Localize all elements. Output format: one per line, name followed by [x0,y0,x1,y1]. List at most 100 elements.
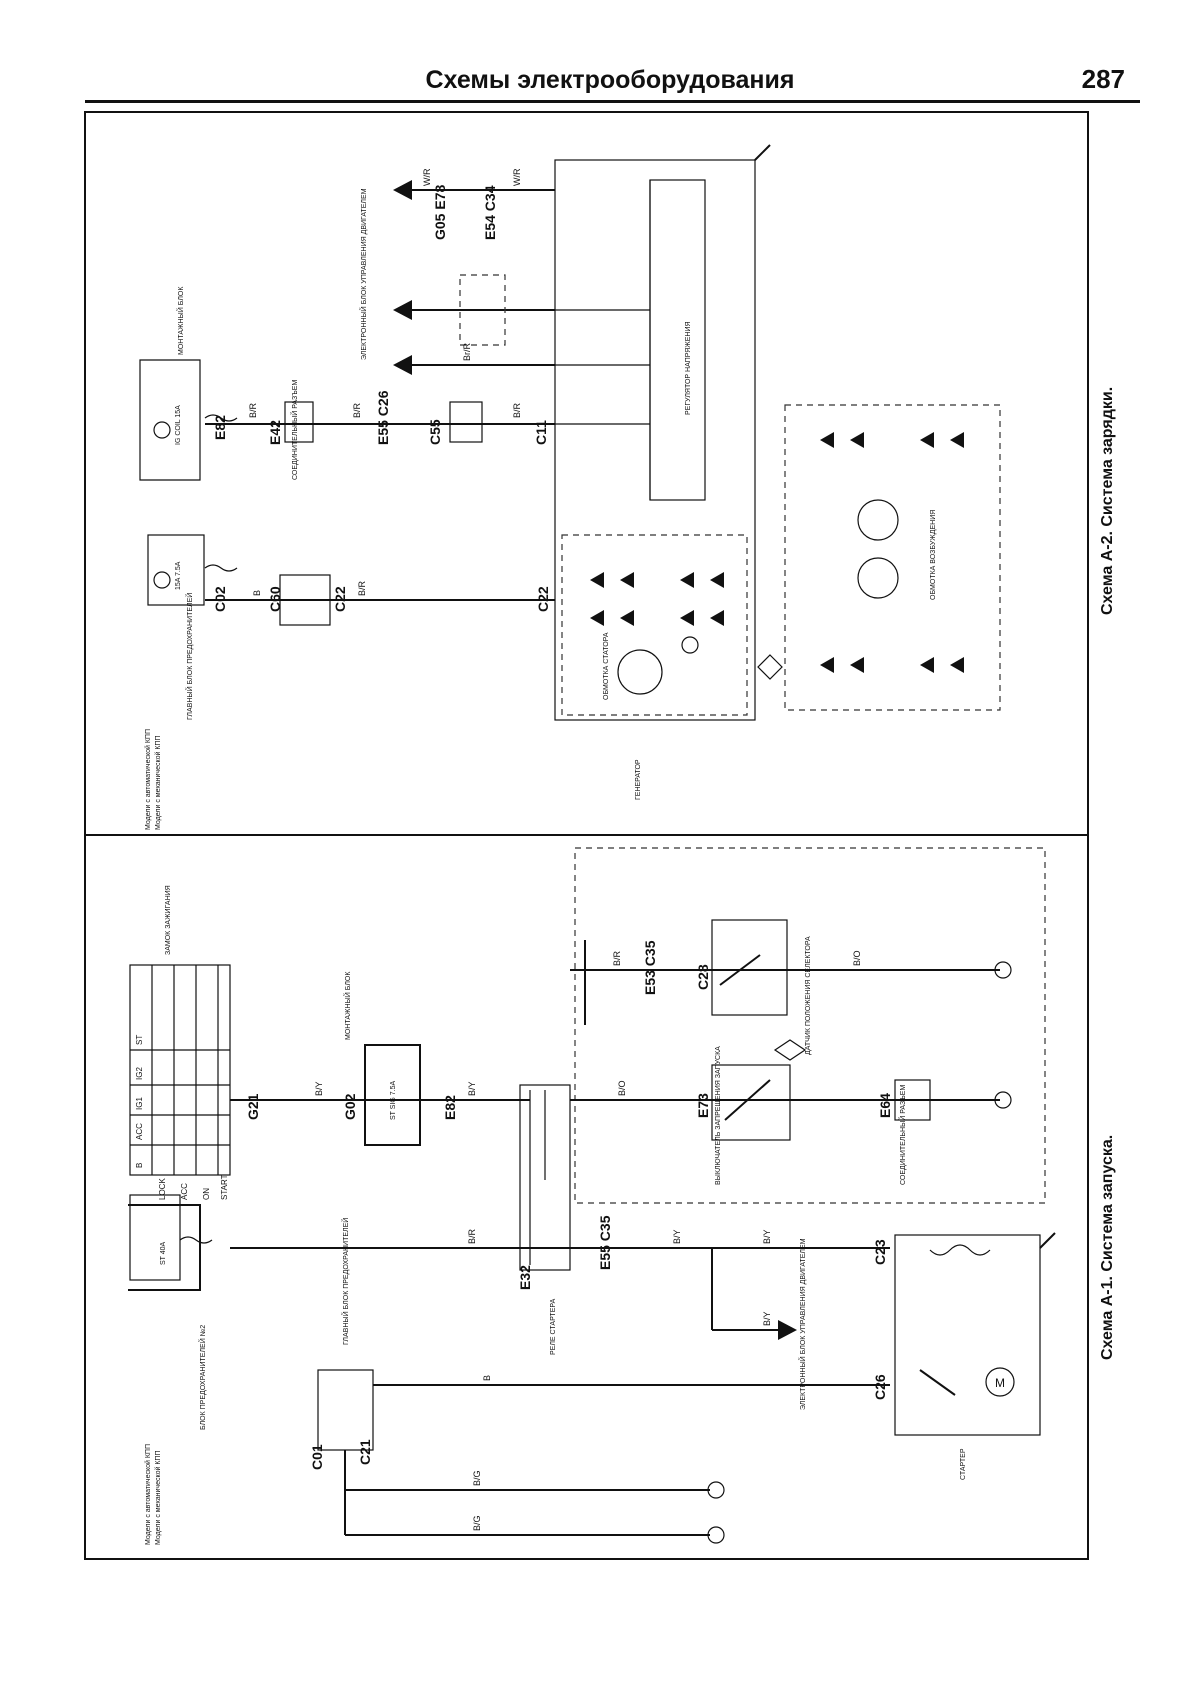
conn-g02: G02 [342,1093,358,1120]
starter-ground [1039,1232,1056,1249]
rectifier-diodes [590,572,724,626]
mount-block-frame [139,359,201,481]
wire-code-b-r-4: B/R [512,402,522,418]
rotor-winding-icon [681,636,699,654]
ign-row-on: ON [202,1188,211,1200]
ign-row-acc: ACC [180,1183,189,1200]
label-rotor-winding: ОБМОТКА ВОЗБУЖДЕНИЯ [930,510,937,600]
stator-winding-icon [617,649,663,695]
joint-connector-e42 [284,401,314,443]
st-sig-fuse-label: ST SIG 7.5A [390,1081,397,1120]
fuse-number-icon [153,571,171,589]
conn-c23: C23 [872,1239,888,1265]
fuse-block-no2 [317,1369,374,1451]
label-stator-winding: ОБМОТКА СТАТОРА [603,632,610,700]
stator-detail-icon-1 [857,499,899,541]
conn-c02: C02 [212,586,228,612]
starter-motor-letter: M [995,1376,1005,1390]
label-fuse-block-no2: БЛОК ПРЕДОХРАНИТЕЛЕЙ №2 [198,1325,207,1430]
wire-code-b-o-1: B/O [617,1080,627,1096]
wire-code-b-1: B [252,590,262,596]
label-starter: СТАРТЕР [960,1448,967,1480]
st-fuse-box [129,1194,181,1281]
label-starter-relay: РЕЛЕ СТАРТЕРА [550,1298,557,1355]
wire-code-w-r: W/R [422,168,432,186]
starter-solenoid [929,1244,991,1256]
wire-code-b-g-2: B/G [472,1470,482,1486]
inhibitor-switch-box [711,1064,791,1141]
label-model-at-a1: Модели с автоматической КПП [144,1444,152,1545]
open-box-a1 [128,1204,201,1291]
ecu-arrow-a1 [778,1320,797,1340]
label-joint-connector-a2: СОЕДИНИТЕЛЬНЫЙ РАЗЪЕМ [290,380,299,480]
inhibitor-dashed-region [574,847,1046,1204]
conn-e53-c35: E53 C35 [642,940,658,995]
ign-row-lock: LOCK [158,1178,167,1200]
wire-code-b-y-4: B/Y [762,1229,772,1244]
wire-code-b-r-a1-2: B/R [612,950,622,966]
ecu-arrow-2 [393,355,412,375]
wire-code-b-a1: B [482,1375,492,1381]
generator-inner-dashed [561,534,748,716]
main-fuse-symbol [204,564,238,572]
ign-col-ig1: IG1 [135,1097,144,1110]
st-fuse-symbol [179,1236,213,1244]
conn-c28: C28 [695,964,711,990]
label-ign-switch: ЗАМОК ЗАЖИГАНИЯ [165,885,172,955]
wire-code-b-r-2: B/R [248,402,258,418]
wire-code-b-g-1: B/G [472,1515,482,1531]
conn-c21: C21 [357,1439,373,1465]
ground-terminal-1 [994,961,1012,979]
label-aux-fuse-block-a1: ГЛАВНЫЙ БЛОК ПРЕДОХРАНИТЕЛЕЙ [341,1218,350,1345]
label-mount-block-a1: МОНТАЖНЫЙ БЛОК [343,971,352,1040]
ground-terminal-2 [994,1091,1012,1109]
page-number: 287 [1081,64,1125,94]
dashed-connector-box [459,274,506,346]
conn-g21: G21 [245,1093,261,1120]
label-range-selector: ДАТЧИК ПОЛОЖЕНИЯ СЕЛЕКТОРА [805,936,812,1055]
ign-row-start: START [220,1174,229,1200]
conn-c60: C60 [267,586,283,612]
label-mount-block: МОНТАЖНЫЙ БЛОК [176,286,185,355]
st-fuse-label: ST 40A [160,1241,167,1265]
alt-arrow-a1 [773,1039,807,1061]
ground-line [754,144,771,161]
conn-e64: E64 [877,1093,893,1118]
inhibitor-switch-blade [724,1079,771,1121]
detail-diodes [820,432,964,673]
starter-switch-blade [919,1369,956,1396]
label-inhibitor-switch: ВЫКЛЮЧАТЕЛЬ ЗАПРЕЩЕНИЯ ЗАПУСКА [715,1046,722,1185]
starter-box [894,1234,1041,1436]
conn-e55-c35: E55 C35 [597,1215,613,1270]
ig-coil-fuse-symbol [204,414,238,422]
ecu-arrow-3 [393,180,412,200]
ign-col-b: B [135,1163,144,1168]
wire-code-b-y-5: B/Y [762,1311,772,1326]
conn-c22-bottom: C22 [535,586,551,612]
alternative-arrow [757,654,783,680]
wire-code-b-y-1: B/Y [314,1081,324,1096]
conn-c22-top: C22 [332,586,348,612]
mount-block-a1 [364,1044,421,1146]
ign-col-ig2: IG2 [135,1067,144,1080]
range-selector-blade [719,954,761,986]
conn-e82-left: E82 [442,1095,458,1120]
wire-code-b-r-3: B/R [352,402,362,418]
conn-e54-c34: E54 C34 [482,185,498,240]
ignition-switch-table [129,964,231,1176]
range-selector-box [711,919,788,1016]
model-terminal-1 [707,1526,725,1544]
label-ecu-a2: ЭЛЕКТРОННЫЙ БЛОК УПРАВЛЕНИЯ ДВИГАТЕЛЕМ [359,188,368,360]
header-rule [85,100,1140,103]
starter-motor-icon [985,1367,1015,1397]
wire-code-b-r-a1-1: B/R [467,1228,477,1244]
page-title: Схемы электрооборудования [425,66,795,94]
ecu-arrow-1 [393,300,412,320]
label-regulator: РЕГУЛЯТОР НАПРЯЖЕНИЯ [685,321,692,415]
conn-c26: C26 [872,1374,888,1400]
starter-relay [519,1084,571,1271]
conn-e82-right: E82 [212,415,228,440]
main-fuse-label: 15A 7.5A [175,561,182,590]
conn-e55-c26: E55 C26 [375,390,391,445]
